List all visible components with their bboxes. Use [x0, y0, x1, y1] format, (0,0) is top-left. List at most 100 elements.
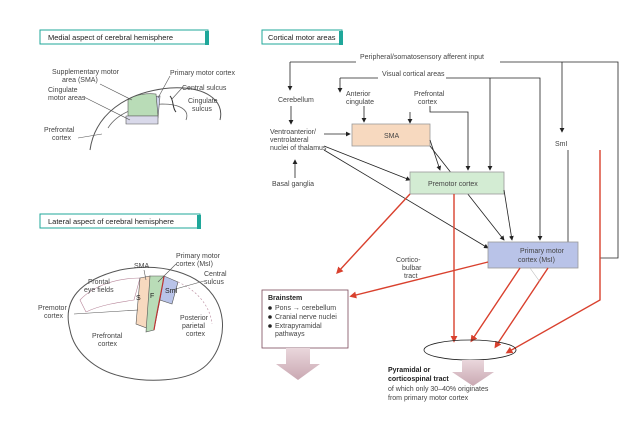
medial-sma-region [127, 93, 159, 117]
lateral-premotor-1: Premotor [38, 305, 67, 312]
brainstem-item-4: pathways [275, 331, 305, 338]
visual-line [340, 77, 540, 240]
primary-box-2: cortex (MsI) [518, 257, 555, 264]
medial-cingulate-sulcus-1: Cingulate [188, 98, 218, 105]
medial-cingulate-motor-2: motor areas [48, 95, 86, 102]
medial-sma-leader [99, 83, 133, 101]
lateral-region-s: S [136, 295, 141, 302]
medial-sma-label-1: Supplementary motor [52, 69, 120, 76]
peripheral-label: Peripheral/somatosensory afferent input [360, 54, 484, 61]
medial-central-sulcus [169, 95, 177, 113]
brainstem-item-2: Cranial nerve nuclei [275, 314, 337, 321]
medial-prefrontal-1: Prefrontal [44, 127, 75, 134]
sma-box-label: SMA [384, 133, 400, 140]
lateral-parietal-2: parietal [182, 323, 205, 330]
medial-primary-motor-label: Primary motor cortex [170, 70, 235, 77]
cerebellum-label: Cerebellum [278, 97, 314, 104]
cortical-title-accent [339, 31, 343, 45]
medial-central-sulcus-label: Central sulcus [182, 85, 227, 92]
lateral-central-1: Central [204, 271, 227, 278]
brainstem-box [261, 289, 349, 349]
lateral-central-leader [171, 280, 205, 291]
sma-box [351, 123, 431, 147]
lateral-frontal-eye-region [79, 277, 141, 313]
lateral-parietal-3: cortex [186, 331, 206, 338]
pyramidal-down-arrow [452, 360, 494, 386]
lateral-parietal-hatch [177, 281, 213, 325]
medial-cingulate-leader [83, 96, 131, 121]
anterior-cingulate-1: Anterior [346, 91, 371, 98]
corticobulbar-2: bulbar [402, 265, 422, 272]
premotor-to-brainstem-red [336, 193, 411, 275]
pyramidal-ellipse [423, 339, 517, 361]
corticobulbar-1: Cortico- [396, 257, 421, 264]
thalamus-3: nuclei of thalamus [270, 145, 327, 152]
smi-to-pyramidal-red [505, 150, 601, 354]
peripheral-line [290, 61, 619, 259]
pyramidal-title-1: Pyramidal or [388, 367, 431, 374]
corticobulbar-3: tract [404, 273, 418, 280]
thalamus-to-premotor [323, 145, 411, 181]
lateral-region-f: F [150, 293, 154, 300]
medial-sma-label-2: area (SMA) [62, 77, 98, 84]
medial-panel: Medial aspect of cerebral hemisphere Sup… [39, 29, 235, 151]
thalamus-1: Ventroanterior/ [270, 129, 316, 136]
lateral-title-accent [197, 215, 201, 229]
premotor-box-label: Premotor cortex [428, 181, 478, 188]
lateral-sma-leader [143, 269, 147, 281]
lateral-parietal-1: Posterior [180, 315, 209, 322]
brainstem-item-1: Pons → cerebellum [275, 305, 336, 312]
prefrontal-to-premotor [429, 106, 471, 171]
medial-cingulate-sulcus-2: sulcus [192, 106, 212, 113]
thalamus-2: ventrolateral [270, 137, 309, 144]
lateral-central-2: sulcus [204, 279, 224, 286]
brainstem-bullet-3 [268, 324, 272, 328]
smi-line [567, 150, 576, 251]
cortical-panel: Cortical motor areas Peripheral/somatose… [261, 29, 619, 402]
brainstem-bullet-2 [268, 315, 272, 319]
medial-title: Medial aspect of cerebral hemisphere [48, 33, 173, 42]
medial-primary-leader [157, 75, 171, 99]
medial-cingulate-line [107, 103, 188, 129]
cortical-title: Cortical motor areas [268, 33, 336, 42]
premotor-box [409, 171, 505, 195]
lateral-primary-2: cortex (MsI) [176, 261, 213, 268]
medial-cingulate-motor-1: Cingulate [48, 87, 78, 94]
visual-label: Visual cortical areas [382, 71, 445, 78]
primary-to-pyramidal-red [470, 267, 521, 343]
medial-central-leader [171, 87, 183, 100]
primary-to-brainstem-red [349, 261, 489, 299]
lateral-prefrontal-1: Prefrontal [92, 333, 123, 340]
medial-cingulate-region [125, 115, 159, 125]
anterior-cingulate-2: cingulate [346, 99, 374, 106]
brainstem-item-3: Extrapyramidal [275, 323, 322, 330]
lateral-frontal-eye-2: eye fields [84, 287, 114, 294]
lateral-region-sm: SmI [165, 288, 178, 295]
smi-label: SmI [555, 141, 568, 148]
premotor-to-primary [503, 189, 514, 241]
lateral-primary-1: Primary motor [176, 253, 221, 260]
pyramidal-note-1: of which only 30–40% originates [388, 386, 489, 393]
brainstem-bullet-1 [268, 306, 272, 310]
pyramidal-note-2: from primary motor cortex [388, 395, 469, 402]
lateral-premotor-leader [73, 309, 139, 315]
prefrontal-flow-2: cortex [418, 99, 438, 106]
brainstem-title: Brainstem [268, 295, 302, 302]
lateral-sma-label: SMA [134, 263, 150, 270]
lateral-title: Lateral aspect of cerebral hemisphere [48, 217, 174, 226]
basal-ganglia-label: Basal ganglia [272, 181, 314, 188]
medial-prefrontal-leader [77, 133, 103, 139]
prefrontal-flow-1: Prefrontal [414, 91, 445, 98]
primary-motor-box [487, 241, 579, 269]
primary-box-1: Primary motor [520, 248, 565, 255]
lateral-primary-leader [157, 263, 177, 283]
lateral-premotor-2: cortex [44, 313, 64, 320]
primary-grey-line [529, 267, 541, 283]
lateral-panel: Lateral aspect of cerebral hemisphere S … [38, 213, 227, 381]
pyramidal-title-2: corticospinal tract [388, 376, 449, 383]
lateral-central-sulcus-line [153, 275, 165, 331]
medial-title-accent [205, 31, 209, 45]
brainstem-down-arrow [276, 348, 320, 380]
sma-to-premotor [429, 139, 442, 171]
lateral-frontal-eye-1: Frontal [88, 279, 110, 286]
